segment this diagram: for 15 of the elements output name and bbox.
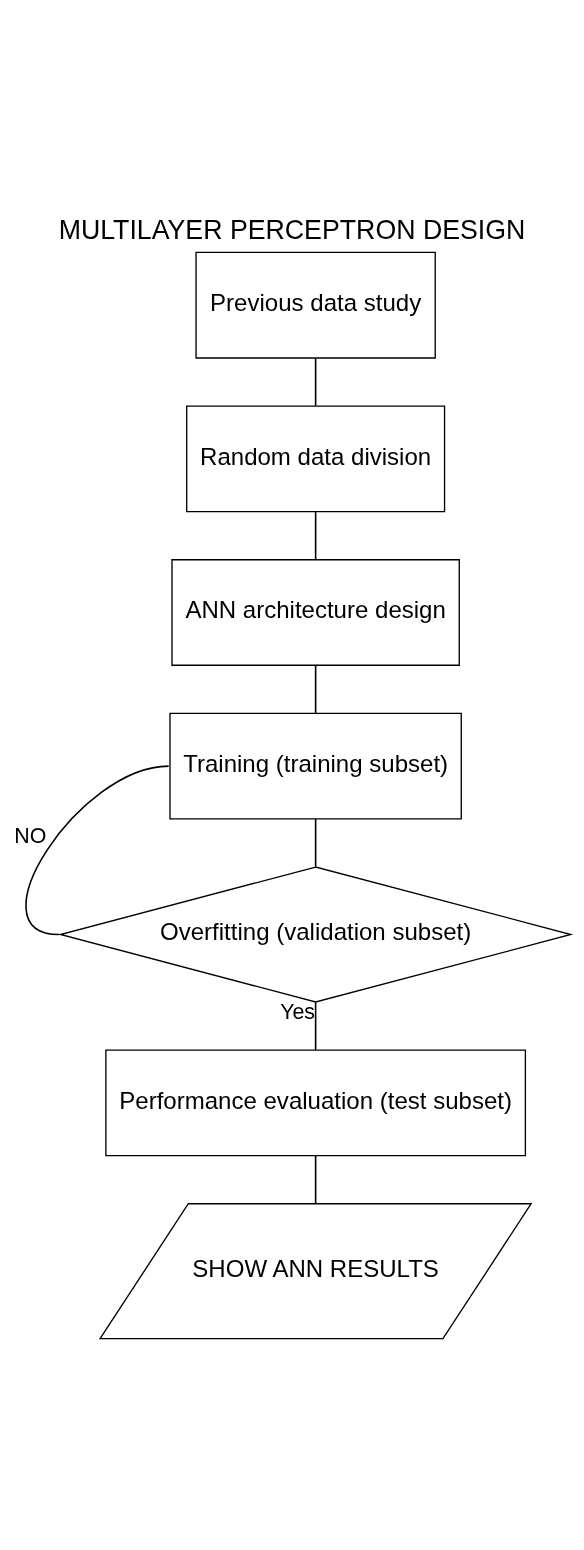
- connector: [314, 817, 317, 867]
- connector: [314, 510, 317, 560]
- node-box: Random data division: [186, 404, 446, 512]
- node-box: Training (training subset): [169, 712, 462, 820]
- node-box: Previous data study: [195, 251, 436, 359]
- connector: [314, 1154, 317, 1204]
- connector: [25, 764, 170, 935]
- connector: [314, 356, 317, 406]
- node-box: Performance evaluation (test subset): [105, 1048, 527, 1156]
- connector: [314, 664, 317, 714]
- node-diamond: Overfitting (validation subset): [57, 865, 574, 1003]
- node-box: ANN architecture design: [171, 558, 460, 666]
- edge-label: NO: [14, 823, 47, 848]
- connector: [314, 1000, 317, 1051]
- diagram-title: MULTILAYER PERCEPTRON DESIGN: [58, 214, 526, 245]
